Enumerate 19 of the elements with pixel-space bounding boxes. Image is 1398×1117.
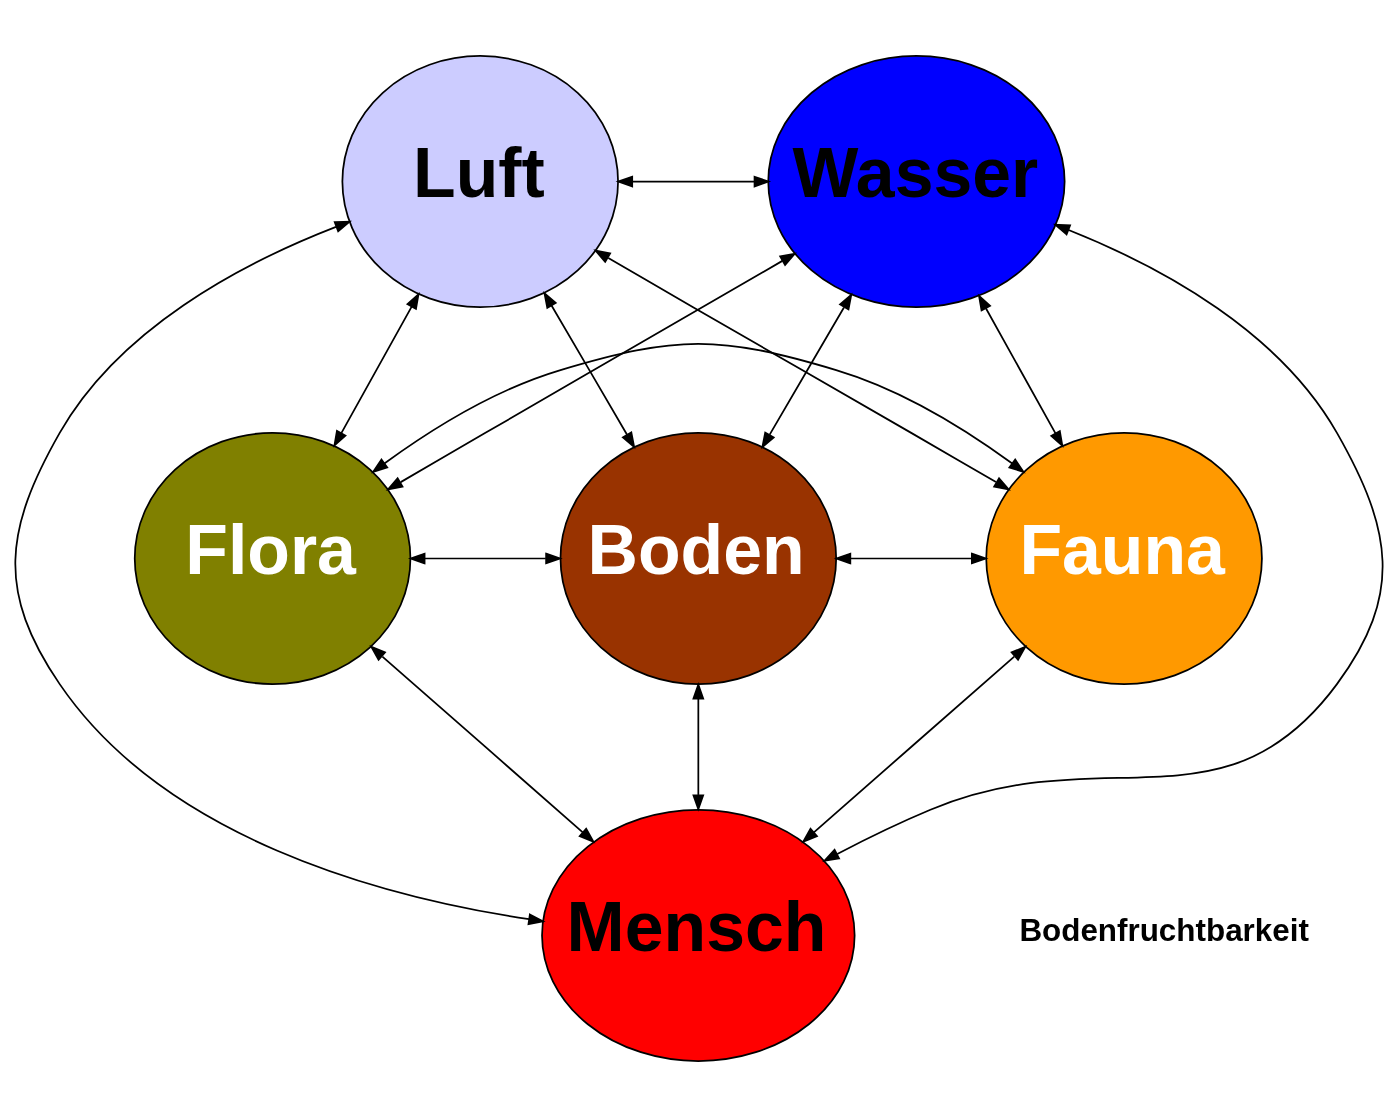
node-circle: Flora xyxy=(133,432,412,685)
arrow xyxy=(615,175,772,188)
arrow xyxy=(977,293,1064,449)
arrow xyxy=(408,552,563,565)
arrow xyxy=(761,292,853,450)
node-circle: Fauna xyxy=(985,432,1263,685)
arrow xyxy=(543,291,636,450)
arrow xyxy=(692,681,705,812)
arrow xyxy=(822,223,1384,862)
label: Bodenfruchtbarkeit xyxy=(1019,913,1309,949)
node-ellipse: Mensch xyxy=(541,808,856,1062)
arrow xyxy=(371,342,1026,474)
arrow xyxy=(801,645,1028,844)
arrow xyxy=(833,552,989,565)
arrow xyxy=(14,220,546,926)
arrow xyxy=(333,292,420,448)
arrow xyxy=(593,249,1011,491)
arrow xyxy=(369,645,596,844)
arrow xyxy=(385,252,797,491)
